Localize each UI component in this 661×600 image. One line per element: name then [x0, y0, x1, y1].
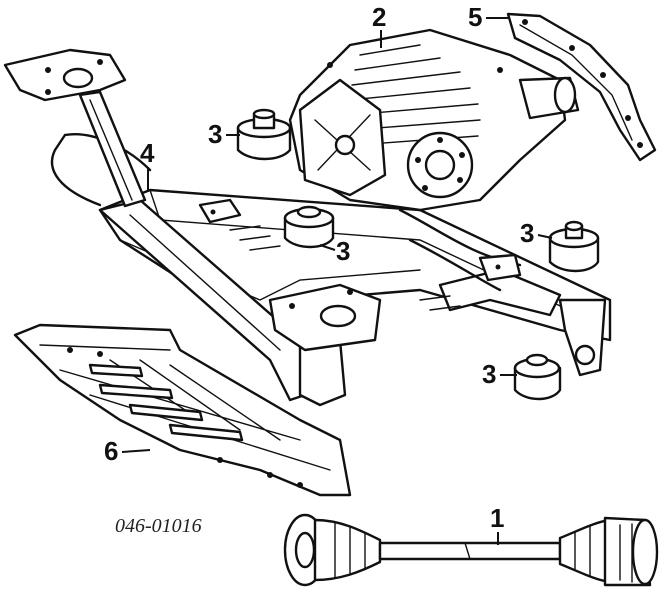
diagram-code: 046-01016: [115, 515, 202, 537]
callout-3-right: 3: [520, 218, 553, 248]
callout-3-lower: 3: [482, 359, 517, 389]
callout-label-3: 3: [208, 119, 222, 149]
skid-plate: [13, 323, 352, 497]
callout-6: 6: [104, 436, 151, 466]
callout-label-2: 2: [372, 2, 386, 32]
front-subframe: [50, 133, 612, 407]
callout-label-1: 1: [490, 503, 504, 533]
curved-bracket: [506, 12, 657, 162]
rubber-mount: [513, 353, 562, 401]
callout-5: 5: [468, 2, 510, 32]
rubber-mount: [236, 108, 292, 161]
differential-housing: [288, 28, 580, 212]
callout-2: 2: [372, 2, 386, 48]
callout-label-3: 3: [336, 236, 350, 266]
callout-label-3: 3: [482, 359, 496, 389]
strut-bracket: [3, 48, 147, 208]
callout-3-center: 3: [319, 236, 350, 266]
drive-shaft: [283, 513, 659, 587]
rubber-mount: [548, 220, 600, 273]
callout-1: 1: [490, 503, 504, 545]
callout-4: 4: [140, 138, 155, 192]
callout-label-3: 3: [520, 218, 534, 248]
callout-label-5: 5: [468, 2, 482, 32]
callout-label-6: 6: [104, 436, 118, 466]
rubber-mount: [283, 205, 335, 249]
callout-label-4: 4: [140, 138, 155, 168]
callout-3-upper: 3: [208, 119, 240, 149]
